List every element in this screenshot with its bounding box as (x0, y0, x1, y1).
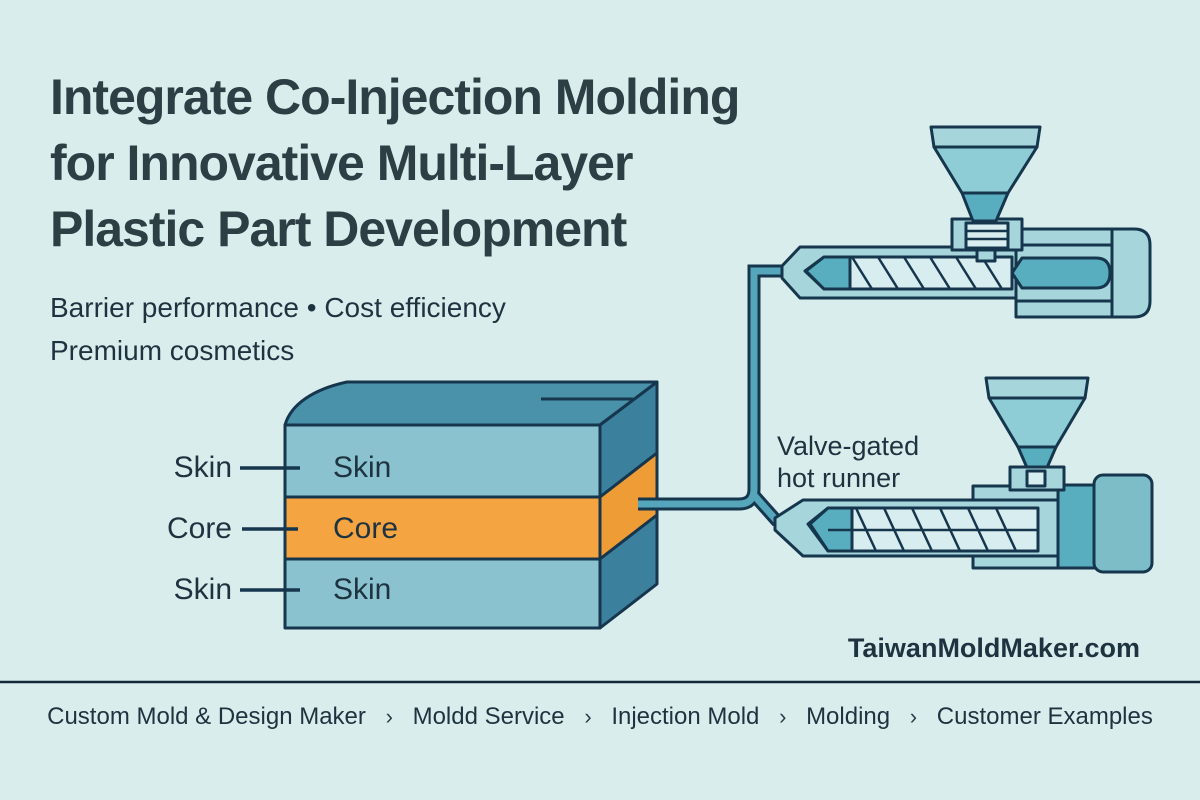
page-title: Integrate Co-Injection Molding for Innov… (50, 64, 740, 262)
layer-label-skin-bottom-inner: Skin (333, 573, 392, 606)
breadcrumb-item-moldd-service[interactable]: Moldd Service (412, 703, 565, 730)
injection-machine-bottom (773, 376, 1154, 574)
breadcrumb-item-custom-mold-design-maker[interactable]: Custom Mold & Design Maker (47, 703, 366, 730)
breadcrumb-item-molding[interactable]: Molding (806, 703, 891, 730)
layer-label-leader-lines (240, 466, 300, 592)
machine-bottom-throat-inner (1025, 469, 1047, 488)
breadcrumb-separator-icon: › (584, 704, 592, 729)
machine-bottom-end-cap (1092, 473, 1154, 574)
machine-bottom-body (1056, 483, 1100, 570)
layer-label-skin-top-inner: Skin (333, 451, 392, 484)
machine-bottom-screw-flights (828, 507, 1038, 552)
valve-label-line-2: hot runner (777, 463, 901, 493)
watermark-url: TaiwanMoldMaker.com (847, 633, 1140, 663)
machine-top-hopper-rim (929, 125, 1042, 149)
layer-label-skin-top-outer: Skin (173, 451, 232, 484)
breadcrumb-item-customer-examples[interactable]: Customer Examples (936, 703, 1153, 730)
breadcrumb-separator-icon: › (385, 704, 393, 729)
title-line-1: Integrate Co-Injection Molding (50, 69, 740, 125)
title-line-2: for Innovative Multi-Layer (50, 135, 633, 191)
machine-top-melt-front (804, 255, 852, 291)
block-front-skin-bottom (283, 557, 602, 630)
layer-block (283, 380, 659, 630)
layer-label-core-inner: Core (333, 512, 399, 545)
valve-label-line-1: Valve-gated (777, 431, 920, 461)
subtitle: Barrier performance • Cost efficiency Pr… (50, 286, 506, 372)
machine-top-throat-inner (964, 221, 1010, 250)
subtitle-line-2: Premium cosmetics (50, 335, 295, 366)
layer-label-core-outer: Core (166, 512, 232, 545)
machine-top-screw-flights (850, 256, 1004, 290)
valve-gated-hot-runner-label: Valve-gated hot runner (777, 430, 919, 494)
breadcrumb-separator-icon: › (779, 704, 787, 729)
machine-top-injection-cylinder (1010, 256, 1112, 290)
machine-top-hopper-cone (932, 145, 1039, 195)
title-line-3: Plastic Part Development (50, 201, 627, 257)
machine-top-body-lines (1016, 229, 1114, 317)
breadcrumb-separator-icon: › (909, 704, 918, 729)
machine-top-hopper-cone-lower (960, 191, 1010, 223)
runner-pipes (638, 264, 800, 532)
machine-bottom-hopper-rim (984, 376, 1090, 400)
machine-bottom-hopper-cone (987, 396, 1087, 449)
block-top-face (283, 380, 659, 427)
breadcrumb-item-injection-mold[interactable]: Injection Mold (611, 703, 760, 730)
machine-top-neck (975, 248, 997, 263)
machine-top-throat-lines (966, 229, 1008, 241)
layer-label-skin-bottom-outer: Skin (173, 573, 232, 606)
breadcrumb: Custom Mold & Design Maker › Moldd Servi… (0, 703, 1200, 731)
subtitle-line-1: Barrier performance • Cost efficiency (50, 292, 506, 323)
injection-machine-top (780, 125, 1152, 319)
